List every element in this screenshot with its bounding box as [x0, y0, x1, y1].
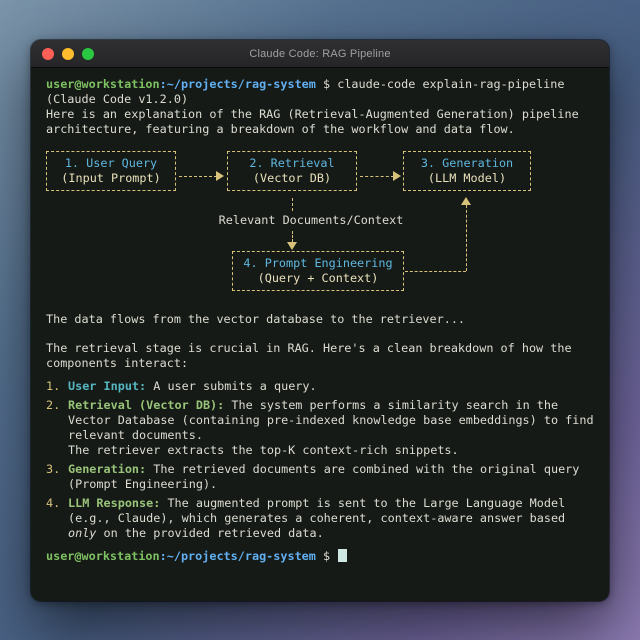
prompt-user: user@workstation	[46, 549, 160, 563]
titlebar[interactable]: Claude Code: RAG Pipeline	[31, 40, 609, 68]
edge-label: Relevant Documents/Context	[218, 213, 404, 227]
arrow-line	[405, 271, 466, 272]
box-subtitle: (Vector DB)	[252, 171, 332, 185]
arrow-up-icon	[461, 197, 471, 205]
box-title: 1. User Query	[64, 156, 158, 170]
list-number: 2.	[46, 398, 61, 412]
list-label: User Input:	[68, 379, 147, 393]
box-title: 4. Prompt Engineering	[243, 256, 393, 270]
box-subtitle: (Input Prompt)	[61, 171, 161, 185]
prompt-user: user@workstation	[46, 77, 160, 91]
terminal-window: Claude Code: RAG Pipeline user@workstati…	[31, 40, 609, 601]
arrow-line	[360, 176, 394, 177]
terminal-cursor[interactable]	[338, 549, 348, 562]
diagram-box-generation: 3. Generation (LLM Model)	[403, 151, 531, 191]
list-text: on the provided retrieved data.	[96, 526, 324, 540]
list-text: The system performs a similarity search …	[68, 398, 594, 442]
list-item-generation: 3. Generation:The retrieved documents ar…	[46, 462, 597, 492]
list-text: A user submits a query.	[153, 379, 317, 393]
list-label: Retrieval (Vector DB):	[68, 398, 225, 412]
list-item-retrieval: 2. Retrieval (Vector DB):The system perf…	[46, 398, 597, 458]
window-title: Claude Code: RAG Pipeline	[249, 47, 391, 60]
intro-text: Here is an explanation of the RAG (Retri…	[46, 107, 586, 136]
list-item-user-input: 1. User Input: A user submits a query.	[46, 379, 597, 394]
breakdown-list: 1. User Input: A user submits a query. 2.…	[46, 379, 597, 541]
list-number: 1.	[46, 379, 61, 393]
diagram-box-user-query: 1. User Query (Input Prompt)	[46, 151, 176, 191]
minimize-button[interactable]	[62, 48, 74, 60]
box-subtitle: (Query + Context)	[257, 271, 379, 285]
box-subtitle: (LLM Model)	[427, 171, 507, 185]
maximize-button[interactable]	[82, 48, 94, 60]
list-item-llm-response: 4. LLM Response:The augmented prompt is …	[46, 496, 597, 541]
list-label: Generation:	[68, 462, 147, 476]
arrow-line	[179, 176, 217, 177]
box-title: 3. Generation	[420, 156, 514, 170]
arrow-line	[292, 198, 293, 211]
rag-pipeline-diagram: 1. User Query (Input Prompt) 2. Retrieva…	[46, 151, 597, 303]
list-text-emphasis: only	[68, 526, 97, 540]
list-text: The augmented prompt is sent to the Larg…	[68, 496, 566, 525]
prompt-path: :~/projects/rag-system	[159, 549, 316, 563]
list-text: The retrieved documents are combined wit…	[68, 462, 580, 491]
list-text-continued: The retriever extracts the top-K context…	[68, 443, 459, 457]
arrow-down-icon	[287, 242, 297, 250]
list-number: 3.	[46, 462, 61, 476]
command-line: user@workstation:~/projects/rag-system $…	[46, 77, 597, 92]
close-button[interactable]	[42, 48, 54, 60]
traffic-lights	[42, 40, 94, 68]
terminal-content[interactable]: user@workstation:~/projects/rag-system $…	[31, 68, 609, 601]
flow-note: The data flows from the vector database …	[46, 312, 466, 326]
arrow-right-icon	[216, 171, 224, 181]
prompt-dollar: $	[315, 549, 338, 563]
arrow-line	[292, 231, 293, 242]
diagram-box-prompt-engineering: 4. Prompt Engineering (Query + Context)	[232, 251, 404, 291]
list-label: LLM Response:	[68, 496, 161, 510]
breakdown-intro: The retrieval stage is crucial in RAG. H…	[46, 341, 579, 370]
list-number: 4.	[46, 496, 61, 510]
diagram-box-retrieval: 2. Retrieval (Vector DB)	[227, 151, 357, 191]
box-title: 2. Retrieval	[249, 156, 335, 170]
arrow-line	[466, 205, 467, 271]
prompt-path: :~/projects/rag-system	[159, 77, 316, 91]
arrow-right-icon	[393, 171, 401, 181]
version-line: (Claude Code v1.2.0)	[46, 92, 189, 106]
prompt-command: $ claude-code explain-rag-pipeline	[315, 77, 565, 91]
final-prompt-line[interactable]: user@workstation:~/projects/rag-system $	[46, 549, 597, 564]
